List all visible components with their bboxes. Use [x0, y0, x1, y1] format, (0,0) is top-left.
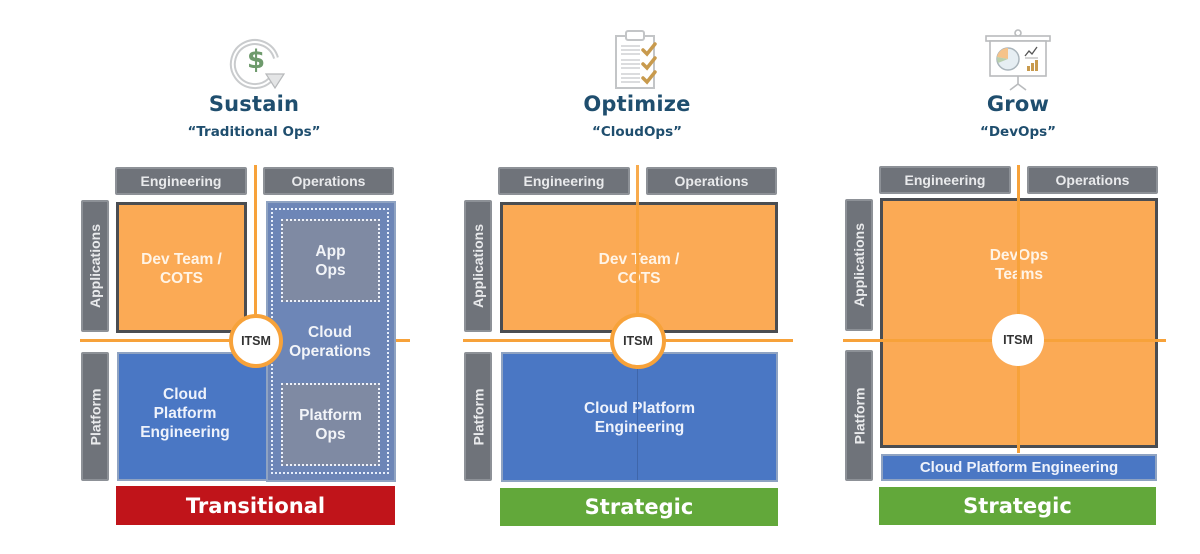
column-header-operations: Operations — [1027, 166, 1158, 194]
svg-text:$: $ — [247, 45, 265, 75]
cell-label: App — [315, 242, 346, 260]
cell-label: Ops — [315, 425, 346, 443]
checklist-clipboard-icon — [615, 30, 657, 89]
column-header-engineering: Engineering — [879, 166, 1011, 194]
status-banner-strategic: Strategic — [500, 488, 778, 526]
row-header-label: Platform — [470, 388, 487, 445]
column-header-engineering: Engineering — [115, 167, 247, 195]
cell-label: COTS — [159, 270, 204, 287]
status-banner-transitional: Transitional — [116, 486, 395, 525]
cell-label: Engineering — [140, 424, 230, 441]
row-header-applications: Applications — [845, 199, 873, 331]
vertical-connector — [636, 165, 639, 330]
cell-label: Dev Team / — [141, 251, 222, 268]
column-header-engineering: Engineering — [498, 167, 630, 195]
status-banner-strategic: Strategic — [879, 487, 1156, 525]
vertical-connector — [254, 165, 257, 335]
column-header-operations: Operations — [646, 167, 777, 195]
cell-label: Cloud — [308, 324, 352, 341]
row-header-label: Platform — [87, 388, 104, 445]
dev-team-cell: Dev Team / COTS — [116, 202, 247, 333]
panel-subtitle: “Traditional Ops” — [187, 124, 321, 140]
row-header-platform: Platform — [464, 352, 492, 481]
cell-label: Cloud — [163, 386, 207, 403]
cell-label: Dev Team / — [598, 251, 680, 268]
cell-label: Platform — [153, 405, 217, 422]
cell-label: Operations — [289, 343, 371, 360]
row-header-label: Applications — [87, 223, 104, 309]
presentation-board-icon — [985, 29, 1051, 91]
cloud-platform-engineering-strip: Cloud Platform Engineering — [881, 454, 1157, 481]
row-header-platform: Platform — [845, 350, 873, 481]
cloud-platform-engineering-cell: Cloud Platform Engineering — [501, 352, 778, 482]
row-header-label: Platform — [851, 387, 868, 444]
panel-title: Sustain — [208, 92, 300, 116]
row-header-platform: Platform — [81, 352, 109, 481]
vertical-connector — [1017, 165, 1020, 453]
column-header-operations: Operations — [263, 167, 394, 195]
app-ops-cell: App Ops — [281, 219, 380, 302]
dev-team-cell: Dev Team / COTS — [500, 202, 778, 333]
panel-subtitle: “CloudOps” — [591, 124, 682, 140]
cell-label: Engineering — [594, 419, 685, 436]
row-header-label: Applications — [470, 223, 487, 309]
platform-ops-cell: Platform Ops — [281, 383, 380, 466]
row-header-applications: Applications — [464, 200, 492, 332]
cloud-operations-label: Cloud Operations — [271, 323, 389, 361]
itsm-hub: ITSM — [992, 314, 1044, 366]
itsm-hub: ITSM — [229, 314, 283, 368]
cell-label: Cloud Platform — [583, 400, 696, 417]
vertical-connector-lower — [637, 360, 638, 480]
dollar-cycle-icon: $ — [229, 39, 286, 90]
panel-title: Grow — [986, 92, 1050, 116]
itsm-hub: ITSM — [610, 313, 666, 369]
panel-title: Optimize — [583, 92, 691, 116]
cell-label: Platform — [299, 406, 362, 424]
cell-label: COTS — [617, 270, 661, 287]
cloud-platform-engineering-cell: Cloud Platform Engineering — [117, 352, 269, 481]
panel-subtitle: “DevOps” — [979, 124, 1057, 140]
row-header-applications: Applications — [81, 200, 109, 332]
row-header-label: Applications — [851, 222, 868, 308]
cell-label: Ops — [315, 261, 346, 279]
